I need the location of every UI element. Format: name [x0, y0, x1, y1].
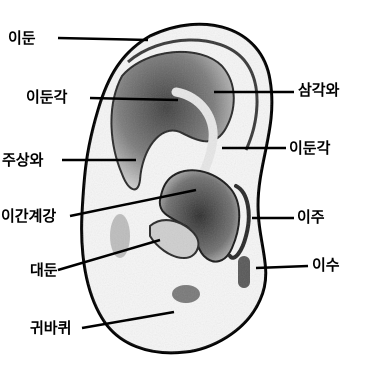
label-earlobe: 귀바퀴	[30, 321, 71, 336]
label-tragus: 이주	[297, 210, 325, 225]
label-crus-of-helix-right: 이둔각	[289, 141, 330, 156]
leader-helix	[58, 38, 148, 40]
print-texture	[82, 24, 272, 353]
label-scaphoid-fossa: 주상와	[2, 153, 43, 168]
label-triangular-fossa: 삼각와	[298, 83, 339, 98]
label-lobule: 이수	[312, 258, 340, 273]
label-helix: 이둔	[8, 31, 36, 46]
label-crus-of-helix-upper: 이둔각	[26, 90, 67, 105]
label-antitragus: 대둔	[30, 263, 58, 278]
label-intertragic-notch: 이간계강	[1, 209, 56, 224]
